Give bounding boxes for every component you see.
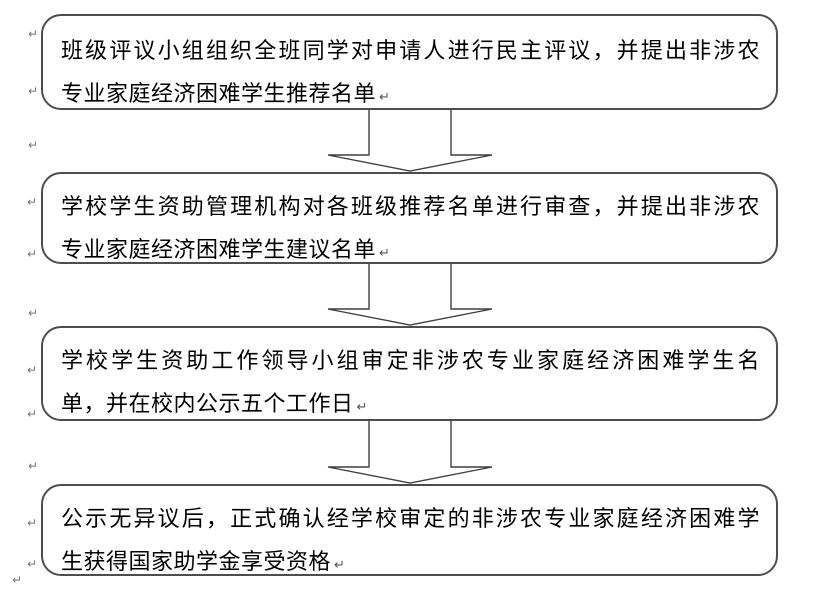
step-1-text-line-2: 专业家庭经济困难学生推荐名单↵: [61, 72, 760, 119]
step-1-text-line-1: 班级评议小组组织全班同学对申请人进行民主评议，并提出非涉农: [61, 38, 760, 63]
down-arrow-shape: [327, 264, 493, 326]
step-4-text: 生获得国家助学金享受资格: [61, 549, 332, 574]
flow-step-3-box[interactable]: 学校学生资助工作领导小组审定非涉农专业家庭经济困难学生名 单，并在校内公示五个工…: [41, 326, 778, 421]
down-arrow[interactable]: [327, 264, 493, 326]
step-2-text-line-2: 专业家庭经济困难学生建议名单↵: [61, 228, 760, 275]
paragraph-mark: ↵: [28, 306, 39, 320]
down-arrow[interactable]: [327, 421, 493, 484]
paragraph-mark: ↵: [379, 90, 390, 105]
flow-step-1-box[interactable]: 班级评议小组组织全班同学对申请人进行民主评议，并提出非涉农 专业家庭经济困难学生…: [41, 14, 778, 110]
step-3-text-line-2: 单，并在校内公示五个工作日↵: [61, 382, 760, 429]
paragraph-mark: ↵: [27, 407, 38, 421]
paragraph-mark: ↵: [28, 459, 39, 473]
down-arrow-shape: [327, 421, 493, 484]
step-3-text: 单，并在校内公示五个工作日: [61, 391, 354, 416]
paragraph-mark: ↵: [27, 247, 38, 261]
paragraph-mark: ↵: [27, 363, 38, 377]
step-4-text-line-2: 生获得国家助学金享受资格↵: [61, 540, 760, 587]
paragraph-mark: ↵: [379, 246, 390, 261]
step-1-text: 专业家庭经济困难学生推荐名单: [61, 81, 377, 106]
paragraph-mark: ↵: [27, 195, 38, 209]
paragraph-mark: ↵: [27, 516, 38, 530]
down-arrow[interactable]: [327, 110, 493, 172]
paragraph-mark: ↵: [28, 27, 39, 41]
step-2-text-line-1: 学校学生资助管理机构对各班级推荐名单进行审查，并提出非涉农: [61, 194, 760, 219]
flow-step-2-box[interactable]: 学校学生资助管理机构对各班级推荐名单进行审查，并提出非涉农 专业家庭经济困难学生…: [41, 172, 778, 264]
paragraph-mark: ↵: [27, 557, 38, 571]
paragraph-mark: ↵: [28, 138, 39, 152]
paragraph-mark: ↵: [12, 573, 23, 587]
paragraph-mark: ↵: [356, 400, 368, 415]
paragraph-mark: ↵: [28, 84, 39, 98]
down-arrow-shape: [327, 110, 493, 172]
flow-step-4-box[interactable]: 公示无异议后，正式确认经学校审定的非涉农专业家庭经济困难学 生获得国家助学金享受…: [41, 484, 778, 576]
step-2-text: 专业家庭经济困难学生建议名单: [61, 237, 377, 262]
step-4-text-line-1: 公示无异议后，正式确认经学校审定的非涉农专业家庭经济困难学: [61, 506, 760, 531]
step-3-text-line-1: 学校学生资助工作领导小组审定非涉农专业家庭经济困难学生名: [61, 348, 760, 373]
paragraph-mark: ↵: [334, 558, 345, 573]
